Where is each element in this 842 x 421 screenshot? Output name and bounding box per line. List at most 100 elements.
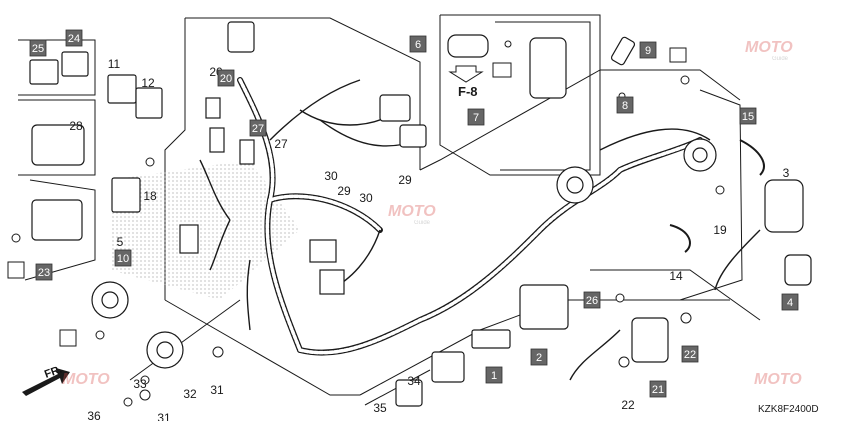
relay-24 xyxy=(61,51,89,77)
section-reference xyxy=(448,65,484,83)
callout-5: 5 xyxy=(117,235,124,249)
body-panel-area xyxy=(110,160,300,300)
components xyxy=(29,21,812,407)
diagram-code: KZK8F2400D xyxy=(758,404,819,415)
callout-box-6 xyxy=(409,35,427,53)
starter-relay-3 xyxy=(764,179,804,233)
callout-labels: 2425241112282020698727273029302918523101… xyxy=(29,29,799,421)
callout-box-2 xyxy=(530,348,548,366)
callout-28: 28 xyxy=(69,119,83,133)
callout-34: 34 xyxy=(407,374,421,388)
callout-27: 27 xyxy=(274,137,288,151)
coil-21 xyxy=(631,317,669,363)
callout-box-23 xyxy=(35,263,53,281)
callout-4: 4 xyxy=(787,297,793,309)
connector-f xyxy=(319,269,345,295)
callout-3: 3 xyxy=(783,166,790,180)
clip-14 xyxy=(669,224,691,253)
callout-12: 12 xyxy=(141,76,155,90)
washer-22 xyxy=(680,312,692,324)
callout-box-26 xyxy=(583,291,601,309)
ignition-switch xyxy=(529,37,567,99)
bolt-23 xyxy=(11,233,21,243)
watermark-brand: MOTO xyxy=(745,39,793,56)
callout-box-21 xyxy=(649,380,667,398)
ecu-2 xyxy=(519,284,569,330)
ignition-cylinder xyxy=(447,34,489,58)
bolt-18 xyxy=(145,157,155,167)
callout-box-10 xyxy=(114,249,132,267)
bolt-36 xyxy=(123,397,133,407)
fasteners xyxy=(11,40,725,407)
front-label: FR. xyxy=(43,363,64,380)
callout-25: 25 xyxy=(32,43,44,55)
washer-22b xyxy=(618,356,630,368)
fuse-box xyxy=(31,199,83,241)
branch-wires xyxy=(199,79,761,381)
callout-15: 15 xyxy=(742,111,754,123)
callout-box-24 xyxy=(65,29,83,47)
callout-2: 2 xyxy=(536,352,542,364)
callout-31: 31 xyxy=(157,411,171,421)
relay-11 xyxy=(107,74,137,104)
callout-20: 20 xyxy=(220,73,232,85)
connector-d xyxy=(179,224,199,254)
callout-22: 22 xyxy=(621,398,635,412)
connector-c xyxy=(239,139,255,165)
watermark-sub: Guide xyxy=(772,56,789,62)
watermark: MOTO Guide MOTO Guide MOTO MOTO xyxy=(62,39,802,388)
callout-33: 33 xyxy=(133,377,147,391)
callout-box-7 xyxy=(467,108,485,126)
callout-35: 35 xyxy=(373,401,387,415)
callout-36: 36 xyxy=(87,409,101,421)
callout-27: 27 xyxy=(252,123,264,135)
watermark-brand-left: MOTO xyxy=(62,371,110,388)
callout-29: 29 xyxy=(398,173,412,187)
callout-1: 1 xyxy=(491,370,497,382)
clips xyxy=(669,139,765,253)
callout-box-27 xyxy=(249,119,267,137)
clip-15 xyxy=(739,139,765,176)
callout-32: 32 xyxy=(183,387,197,401)
callout-box-8 xyxy=(616,96,634,114)
fuse-1 xyxy=(471,329,511,349)
module-35 xyxy=(395,379,423,407)
callout-box-9 xyxy=(639,41,657,59)
callout-21: 21 xyxy=(652,384,664,396)
watermark-sub-center: Guide xyxy=(414,220,431,226)
connector-b xyxy=(205,97,221,119)
callout-box-1 xyxy=(485,366,503,384)
callout-29: 29 xyxy=(337,184,351,198)
relay-5 xyxy=(111,177,141,213)
callout-14: 14 xyxy=(669,269,683,283)
front-direction-arrow xyxy=(22,368,70,396)
connector-4 xyxy=(784,254,812,286)
relay-12 xyxy=(135,87,163,119)
bolt-19 xyxy=(715,185,725,195)
callout-23: 23 xyxy=(38,267,50,279)
callout-31: 31 xyxy=(210,383,224,397)
callout-box-22 xyxy=(681,345,699,363)
reference-boxes xyxy=(7,47,687,347)
callout-10: 10 xyxy=(117,253,129,265)
callout-30: 30 xyxy=(359,191,373,205)
section-ref-label: F-8 xyxy=(458,84,478,99)
cover-28 xyxy=(31,124,85,166)
connector-g xyxy=(379,94,411,122)
connector-e xyxy=(309,239,337,263)
callout-18: 18 xyxy=(143,189,157,203)
callout-box-25 xyxy=(29,39,47,57)
nut-33 xyxy=(140,375,150,385)
callout-22: 22 xyxy=(684,349,696,361)
relay-25 xyxy=(29,59,59,85)
callout-8: 8 xyxy=(622,100,628,112)
connector-h xyxy=(399,124,427,148)
callout-6: 6 xyxy=(415,39,421,51)
washer-31 xyxy=(212,346,224,358)
bolt-26 xyxy=(615,293,625,303)
callout-24: 24 xyxy=(68,33,80,45)
callout-26: 26 xyxy=(586,295,598,307)
watermark-brand-center: MOTO xyxy=(388,203,436,220)
